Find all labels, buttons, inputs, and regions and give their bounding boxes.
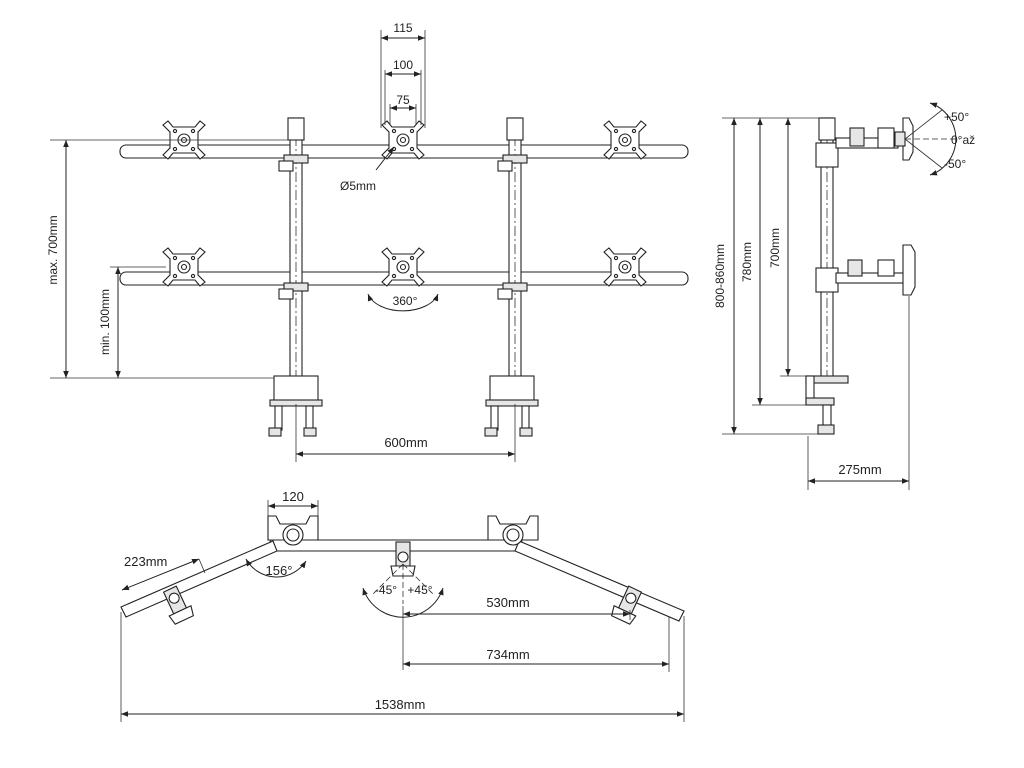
height-max-dimension: max. 700mm <box>46 139 290 379</box>
side-upper-arm <box>835 117 914 161</box>
tilt-down-label: -50° <box>944 157 966 171</box>
screw-diameter-label: Ø5mm <box>340 179 376 193</box>
arm-angle-indicator: 156° <box>245 558 307 578</box>
pole-spacing-label: 600mm <box>384 435 427 450</box>
left-desk-clamp <box>268 375 323 437</box>
pole-spacing-dimension: 600mm <box>295 404 516 462</box>
top-right-wing <box>514 540 685 622</box>
right-pole <box>497 117 528 381</box>
swivel-left-label: -45° <box>375 583 397 597</box>
side-desk-clamp <box>805 375 849 435</box>
vesa-dimensions: 115 100 75 Ø5mm <box>340 21 426 193</box>
tilt-zero-label: 0°až <box>951 133 975 147</box>
rotation-label: 360° <box>393 294 418 308</box>
vesa-100-label: 100 <box>393 58 413 72</box>
tilt-up-label: +50° <box>944 110 969 124</box>
depth-label: 275mm <box>838 462 881 477</box>
span-530-label: 530mm <box>486 595 529 610</box>
vesa-115-label: 115 <box>393 21 412 35</box>
depth-dimension: 275mm <box>807 296 910 490</box>
vesa-plate-bottom-center <box>381 247 425 287</box>
height-min-dimension: min. 100mm <box>98 266 166 378</box>
vesa-plate-top-right <box>603 120 647 160</box>
height-780-label: 780mm <box>740 242 754 282</box>
top-left-wing <box>120 540 278 618</box>
rotation-indicator: 360° <box>367 293 439 312</box>
top-view: 120 223mm 156° -45° +45° 530mm <box>120 489 685 722</box>
swivel-right-label: +45° <box>407 583 432 597</box>
total-width-dimension: 1538mm <box>120 612 685 722</box>
tilt-indicator: +50° 0°až -50° <box>904 102 975 176</box>
height-min-label: min. 100mm <box>98 289 112 355</box>
height-total-label: 800-860mm <box>713 244 727 308</box>
left-pole <box>278 117 309 381</box>
top-clamp-left <box>267 515 319 546</box>
right-desk-clamp <box>484 375 539 437</box>
top-center-head <box>390 541 416 577</box>
span-734-dimension: 734mm <box>403 617 670 672</box>
side-lower-arm <box>835 244 916 296</box>
arm-length-dimension: 223mm <box>121 554 206 591</box>
arm-length-label: 223mm <box>124 554 167 569</box>
clamp-width-label: 120 <box>282 489 304 504</box>
vesa-plate-top-center <box>381 120 425 160</box>
top-clamp-right <box>487 515 539 546</box>
height-700-label: 700mm <box>768 228 782 268</box>
vesa-plate-bottom-right <box>603 247 647 287</box>
span-734-label: 734mm <box>486 647 529 662</box>
swivel-indicator: -45° +45° <box>362 563 444 618</box>
height-max-label: max. 700mm <box>46 215 60 284</box>
clamp-width-dimension: 120 <box>267 489 319 516</box>
front-view: 115 100 75 Ø5mm 360° max. 700mm <box>46 21 689 462</box>
vesa-75-label: 75 <box>396 93 410 107</box>
side-view: +50° 0°až -50° 800-860mm 780mm 700mm 275… <box>713 102 975 490</box>
total-width-label: 1538mm <box>375 697 426 712</box>
span-530-dimension: 530mm <box>402 595 631 670</box>
side-height-dimensions: 800-860mm 780mm 700mm <box>713 117 819 435</box>
vesa-plate-bottom-left <box>162 247 206 287</box>
arm-angle-label: 156° <box>266 563 293 578</box>
